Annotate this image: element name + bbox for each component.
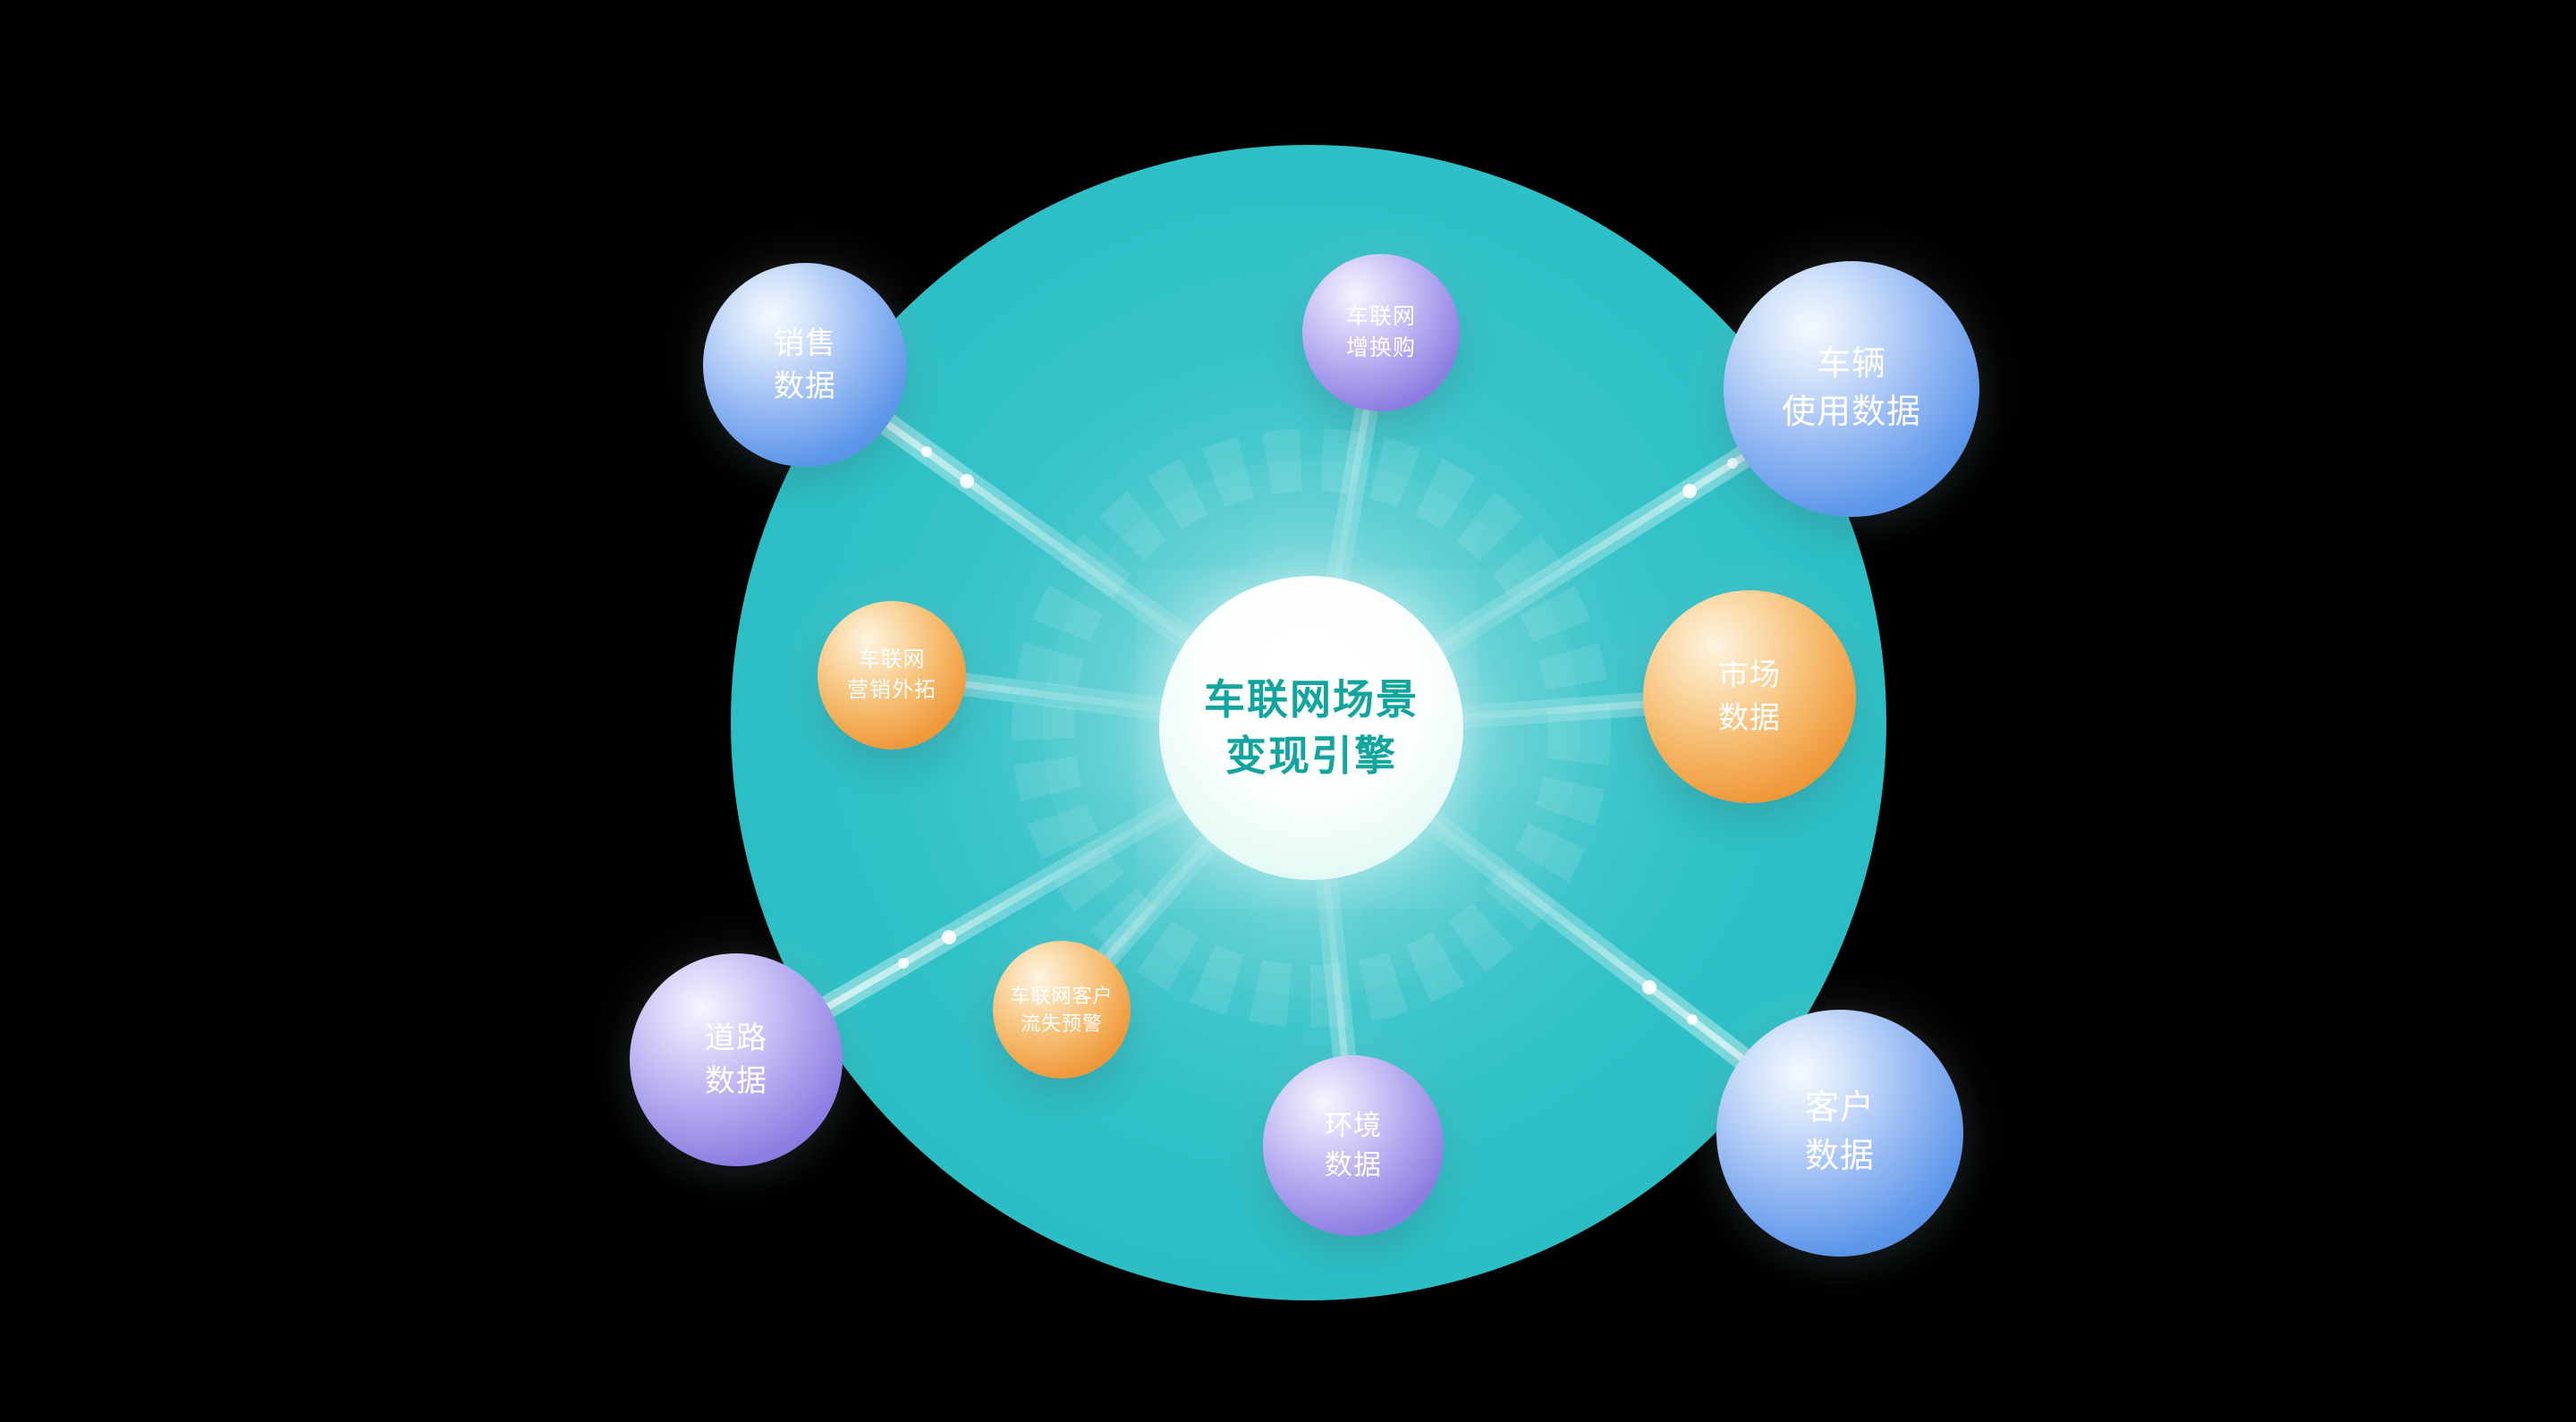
- beam-dot: [921, 446, 932, 457]
- beam-dot: [1682, 484, 1697, 498]
- node-sales-data-label: 销售 数据: [774, 326, 836, 403]
- beam-dots: [898, 446, 1738, 1025]
- node-vehicle-usage-data-label: 车辆 使用数据: [1781, 345, 1921, 431]
- beam-dot: [942, 930, 956, 944]
- node-sales-data: 销售 数据: [703, 263, 907, 467]
- node-iov-upgrade: 车联网 增换购: [1302, 254, 1460, 411]
- node-iov-churn-warning-label: 车联网客户 流失预警: [1010, 984, 1114, 1035]
- beam-dot: [898, 958, 909, 969]
- node-road-data: 道路 数据: [630, 953, 843, 1166]
- node-environment-data: 环境 数据: [1263, 1055, 1444, 1236]
- beam-dot: [1727, 458, 1738, 469]
- node-iov-marketing-label: 车联网 营销外拓: [847, 647, 936, 702]
- node-iov-marketing: 车联网 营销外拓: [818, 601, 966, 749]
- node-vehicle-usage-data: 车辆 使用数据: [1724, 261, 1979, 517]
- node-customer-data: 客户 数据: [1716, 1010, 1963, 1257]
- node-iov-upgrade-label: 车联网 增换购: [1345, 303, 1416, 361]
- node-market-data: 市场 数据: [1643, 590, 1856, 803]
- node-road-data-label: 道路 数据: [705, 1020, 767, 1098]
- node-iov-churn-warning: 车联网客户 流失预警: [993, 941, 1131, 1079]
- center-node: 车联网场景 变现引擎: [1159, 576, 1463, 880]
- beam-dot: [960, 474, 974, 488]
- node-customer-data-label: 客户 数据: [1804, 1089, 1875, 1175]
- beam-dot: [1687, 1014, 1698, 1025]
- center-node-label: 车联网场景 变现引擎: [1204, 675, 1419, 779]
- beam-dot: [1642, 980, 1657, 995]
- node-market-data-label: 市场 数据: [1718, 657, 1781, 735]
- node-environment-data-label: 环境 数据: [1325, 1109, 1382, 1181]
